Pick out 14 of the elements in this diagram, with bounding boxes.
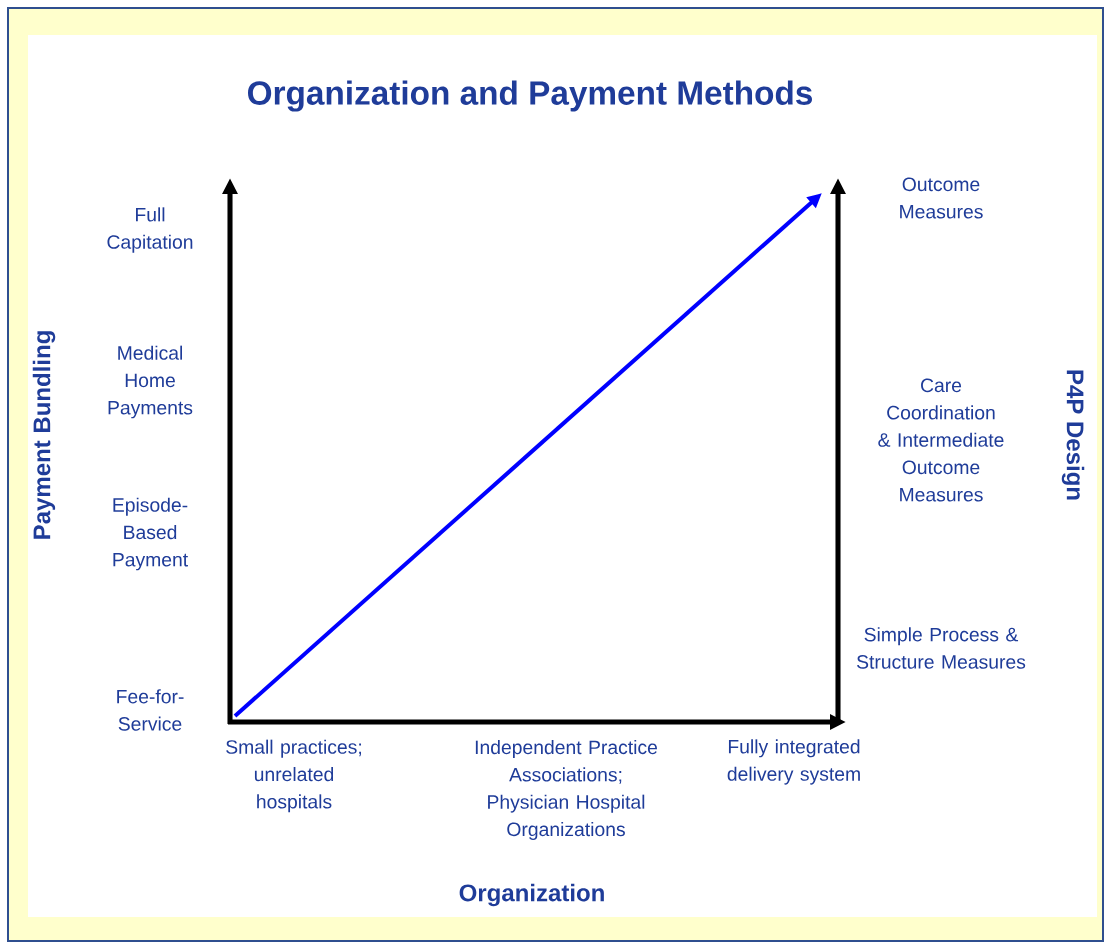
axis-label: Care Coordination & Intermediate Outcome Measures (878, 378, 1004, 502)
title: Organization and Payment Methods (248, 80, 812, 112)
axis-label: Simple Process & Structure Measures (857, 627, 1026, 669)
axis-title: Organization (459, 883, 604, 907)
axis-label: Fee-for-Service (117, 689, 184, 731)
axis-title: Payment Bundling (32, 331, 56, 539)
axis-label: Episode-Based Payment (113, 497, 188, 571)
axis-label: Outcome Measures (900, 177, 983, 219)
axis-title: P4P Design (1061, 370, 1085, 500)
axis-label: Fully integrated delivery system (727, 739, 860, 785)
axis-label: Small practices; unrelated hospitals (226, 739, 361, 813)
axis-label: Full Capitation (107, 207, 193, 253)
axis-label: Medical Home Payments (108, 345, 193, 419)
axis-label: Independent Practice Associations; Physician Hospital Organizations (475, 740, 657, 840)
